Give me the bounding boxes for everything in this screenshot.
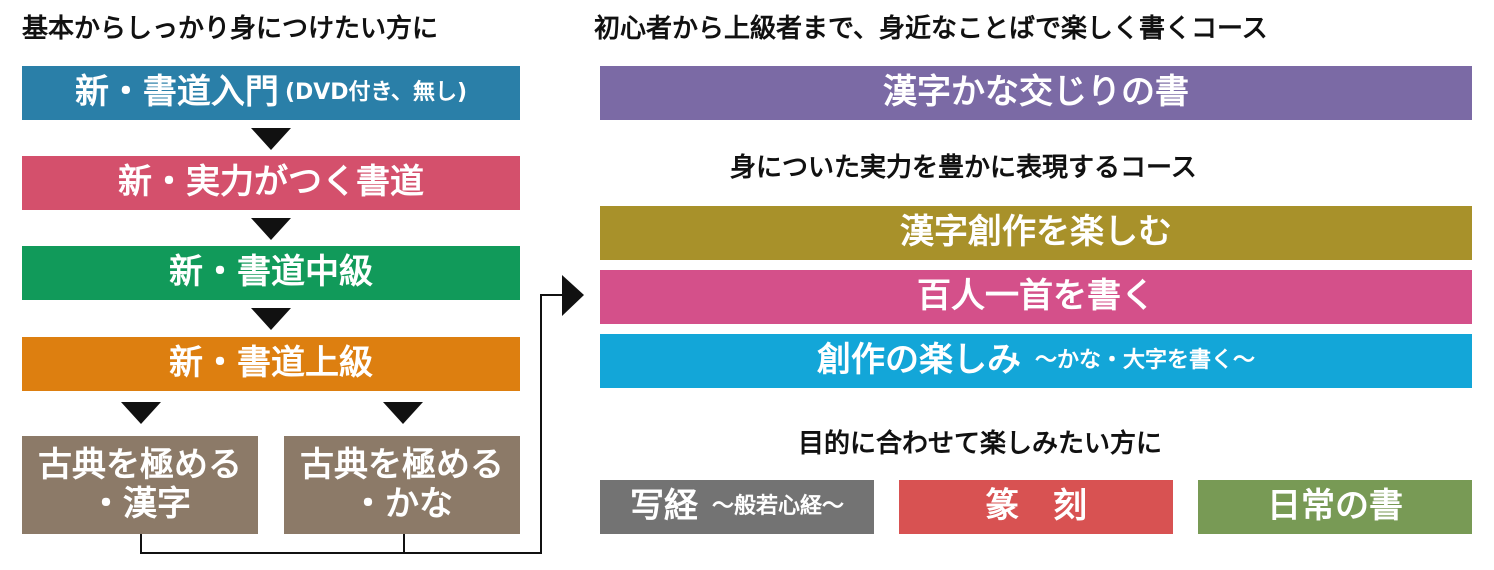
course-advanced-label: 新・書道上級 [169,343,373,384]
course-advanced-button[interactable]: 新・書道上級 [22,337,520,391]
course-classic-kana-line1: 古典を極める [300,444,504,485]
course-intermediate-button[interactable]: 新・書道中級 [22,246,520,300]
section1-heading: 初心者から上級者まで、身近なことばで楽しく書くコース [594,14,1268,44]
down-arrow-icon [121,402,161,424]
course-classic-kana-line2: ・かな [351,484,453,524]
course-intro-sub: (DVD付き、無し) [284,80,468,106]
left-heading: 基本からしっかり身につけたい方に [22,14,439,44]
course-intro-label: 新・書道入門 [74,72,279,113]
course-daily-button[interactable]: 日常の書 [1198,480,1472,534]
course-classic-kanji-line2: ・漢字 [89,484,191,524]
course-kanji-kana-label: 漢字かな交じりの書 [883,72,1189,113]
course-shakyo-label: 写経 [629,486,698,527]
course-kanji-creation-label: 漢字創作を楽しむ [900,212,1172,253]
course-daily-label: 日常の書 [1267,486,1403,527]
course-tenkoku-button[interactable]: 篆 刻 [899,480,1173,534]
course-hyakunin-button[interactable]: 百人一首を書く [600,270,1472,324]
down-arrow-icon [383,402,423,424]
section2-heading: 身についた実力を豊かに表現するコース [730,153,1197,183]
course-classic-kanji-line1: 古典を極める [38,444,242,485]
course-intro-button[interactable]: 新・書道入門 (DVD付き、無し) [22,66,520,120]
course-practical-label: 新・実力がつく書道 [118,162,424,203]
down-arrow-icon [251,128,291,150]
course-shakyo-button[interactable]: 写経 ～般若心経～ [600,480,874,534]
course-kanji-creation-button[interactable]: 漢字創作を楽しむ [600,206,1472,260]
section3-heading: 目的に合わせて楽しみたい方に [798,429,1163,459]
course-shakyo-sub: ～般若心経～ [711,494,844,520]
course-creative-sub: ～かな・大字を書く～ [1034,348,1255,374]
down-arrow-icon [251,218,291,240]
right-arrow-icon [562,275,584,316]
course-hyakunin-label: 百人一首を書く [917,276,1155,317]
course-classic-kana-button[interactable]: 古典を極める ・かな [284,436,520,534]
course-creative-label: 創作の楽しみ [816,340,1021,381]
course-classic-kanji-button[interactable]: 古典を極める ・漢字 [22,436,258,534]
course-practical-button[interactable]: 新・実力がつく書道 [22,156,520,210]
course-creative-button[interactable]: 創作の楽しみ ～かな・大字を書く～ [600,334,1472,388]
down-arrow-icon [251,308,291,330]
course-kanji-kana-button[interactable]: 漢字かな交じりの書 [600,66,1472,120]
course-tenkoku-label: 篆 刻 [985,486,1087,527]
course-intermediate-label: 新・書道中級 [169,252,373,293]
